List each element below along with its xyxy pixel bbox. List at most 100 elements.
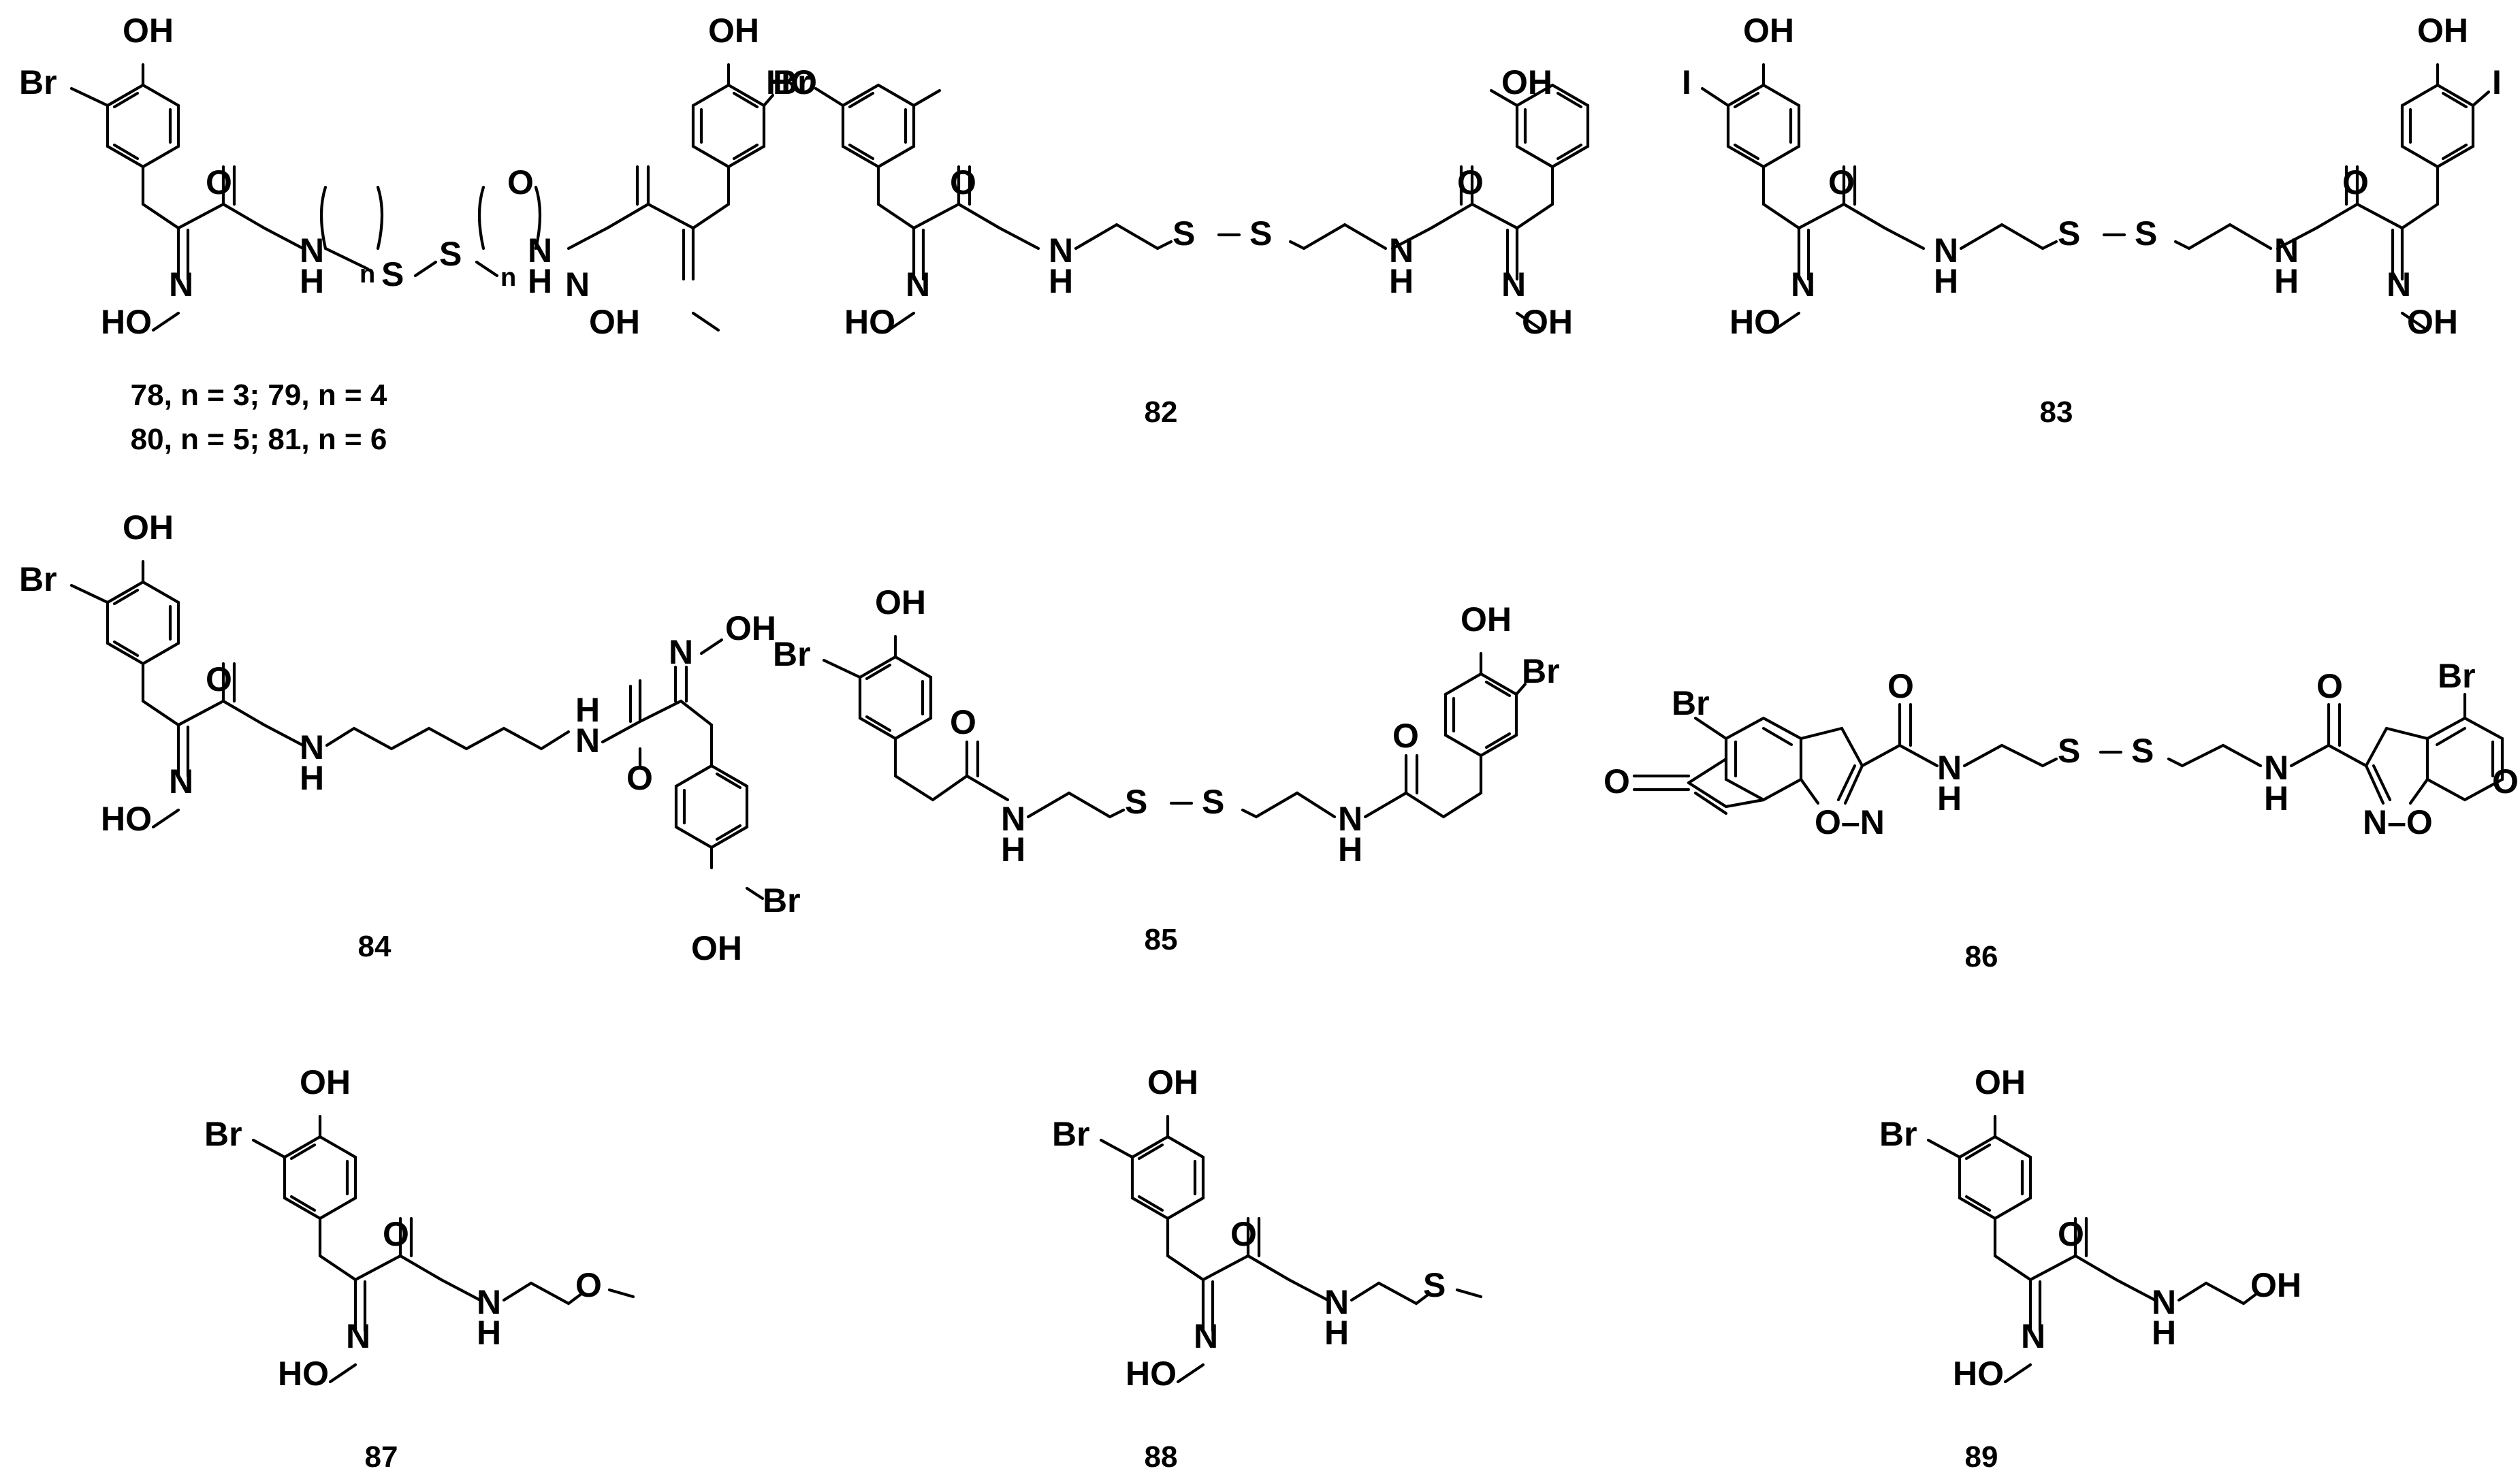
bromo-label: Br bbox=[773, 63, 811, 101]
compound-caption: 85 bbox=[1145, 923, 1178, 956]
amide-n-label: N bbox=[2274, 231, 2299, 270]
iodo-label: I bbox=[2492, 63, 2502, 101]
compound-87: OH Br O N HO N H O 87 bbox=[204, 1063, 635, 1473]
imine-n-label: N bbox=[346, 1317, 370, 1355]
imine-n-label: N bbox=[669, 633, 693, 671]
amide-n-label: N bbox=[1338, 800, 1362, 838]
imine-n-label: N bbox=[2387, 265, 2411, 304]
amide-n-label: N bbox=[2152, 1283, 2176, 1321]
amide-n-label: N bbox=[1324, 1283, 1349, 1321]
bromophenol-ring-left bbox=[108, 562, 178, 664]
compound-caption: 86 bbox=[1965, 940, 1998, 973]
amide-n-label: N bbox=[1001, 800, 1025, 838]
sulfur-label: S bbox=[1173, 214, 1195, 253]
amide-h-label: H bbox=[477, 1314, 501, 1352]
amide-h-label: H bbox=[1001, 830, 1025, 869]
bromophenol-ring-left bbox=[108, 65, 178, 167]
imine-n-label: N bbox=[1501, 265, 1526, 304]
hydroxyl-label: OH bbox=[300, 1063, 351, 1101]
compound-82: HO O N HO N H S S OH N H O N OH 82 bbox=[766, 63, 1588, 429]
amide-h-label: H bbox=[300, 262, 324, 300]
hydroxyl-label: OH bbox=[725, 609, 776, 647]
carbonyl-o-label: O bbox=[507, 163, 534, 201]
carbonyl-o-label: O bbox=[950, 163, 976, 201]
iodophenol-ring-left bbox=[1728, 65, 1799, 167]
carbonyl-o-label: O bbox=[2058, 1215, 2084, 1253]
imine-n-label: N bbox=[565, 265, 590, 304]
amide-h-label: H bbox=[2152, 1314, 2176, 1352]
bromophenol-ring bbox=[285, 1116, 355, 1218]
isoxazoline-no-label: N–O bbox=[2363, 803, 2433, 841]
carbonyl-o-label: O bbox=[1392, 717, 1419, 755]
amide-n-label: N bbox=[528, 231, 552, 270]
thioether-s-label: S bbox=[1423, 1266, 1446, 1304]
compound-caption: 80, n = 5; 81, n = 6 bbox=[131, 423, 387, 456]
carbonyl-o-label: O bbox=[206, 163, 232, 201]
compound-caption: 78, n = 3; 79, n = 4 bbox=[131, 378, 387, 412]
hydroxyl-label: OH bbox=[1147, 1063, 1198, 1101]
hydroxy-label: HO bbox=[101, 800, 152, 838]
carbonyl-o-label: O bbox=[206, 660, 232, 698]
hydroxy-label: HO bbox=[766, 63, 817, 101]
phenol-ring-left bbox=[843, 85, 940, 167]
hydroxyl-label: OH bbox=[2250, 1266, 2301, 1304]
compound-caption: 88 bbox=[1145, 1440, 1178, 1473]
compound-89: OH Br O N HO N H OH 89 bbox=[1879, 1063, 2301, 1473]
ketone-o-label: O bbox=[2492, 762, 2519, 800]
bromo-label: Br bbox=[19, 560, 57, 598]
imine-n-label: N bbox=[169, 762, 193, 800]
bromo-label: Br bbox=[763, 881, 801, 920]
hydroxyl-label: OH bbox=[708, 12, 759, 50]
amide-n-label: N bbox=[1937, 749, 1962, 787]
compound-86: Br O O–N O N H S S N H O N–O Br O 86 bbox=[1604, 657, 2519, 973]
amide-n-label: N bbox=[1389, 231, 1414, 270]
bromo-label: Br bbox=[1522, 652, 1560, 690]
bromo-label: Br bbox=[204, 1115, 242, 1153]
sulfur-label: S bbox=[2058, 732, 2080, 770]
hydroxy-label: HO bbox=[1126, 1355, 1177, 1393]
carbonyl-o-label: O bbox=[1828, 163, 1855, 201]
sulfur-label: S bbox=[2058, 214, 2080, 253]
bromo-label: Br bbox=[773, 635, 811, 673]
imine-n-label: N bbox=[169, 265, 193, 304]
hydroxy-label: OH bbox=[589, 303, 640, 341]
hydroxy-label: HO bbox=[101, 303, 152, 341]
amide-n-label: N bbox=[575, 722, 600, 760]
carbonyl-o-label: O bbox=[1457, 163, 1484, 201]
hydroxyl-label: OH bbox=[875, 583, 926, 621]
bromophenol-ring bbox=[1960, 1116, 2030, 1218]
hydroxyl-label: OH bbox=[1461, 600, 1512, 638]
hydroxyl-label: OH bbox=[691, 929, 742, 967]
sulfur-label: S bbox=[1202, 783, 1224, 821]
hydroxy-label: OH bbox=[1522, 303, 1573, 341]
sulfur-label: S bbox=[1125, 783, 1147, 821]
compound-78-81: OH Br O N HO N H n S S n N H OH Br O N O… bbox=[19, 12, 811, 456]
sulfur-label: S bbox=[1249, 214, 1272, 253]
carbonyl-o-label: O bbox=[383, 1215, 409, 1253]
carbonyl-o-label: O bbox=[1230, 1215, 1257, 1253]
carbonyl-o-label: O bbox=[950, 703, 976, 741]
compound-caption: 87 bbox=[365, 1440, 398, 1473]
amide-h-label: H bbox=[300, 759, 324, 797]
hydroxy-label: HO bbox=[1729, 303, 1781, 341]
sulfur-label: S bbox=[2131, 732, 2154, 770]
n-subscript-left: n bbox=[360, 260, 375, 289]
compound-caption: 84 bbox=[358, 930, 392, 963]
compound-83: OH I O N HO N H S S OH I N H O N OH 83 bbox=[1682, 12, 2502, 429]
hydroxy-label: HO bbox=[844, 303, 895, 341]
amide-n-label: N bbox=[477, 1283, 501, 1321]
amide-h-label: H bbox=[2264, 779, 2288, 818]
amide-h-label: H bbox=[1049, 262, 1073, 300]
ketone-o-label: O bbox=[1604, 762, 1630, 800]
sulfur-label: S bbox=[2135, 214, 2157, 253]
isoxazoline-on-label: O–N bbox=[1815, 803, 1885, 841]
compound-84: OH Br O N HO N H H N O N OH OH Br 84 bbox=[19, 508, 801, 967]
amide-h-label: H bbox=[1934, 262, 1958, 300]
carbonyl-o-label: O bbox=[2342, 163, 2369, 201]
amide-h-label: H bbox=[575, 691, 600, 729]
hydroxyl-label: OH bbox=[1501, 63, 1552, 101]
amide-h-label: H bbox=[1937, 779, 1962, 818]
bromophenol-ring-left bbox=[860, 636, 931, 739]
amide-n-label: N bbox=[300, 231, 324, 270]
